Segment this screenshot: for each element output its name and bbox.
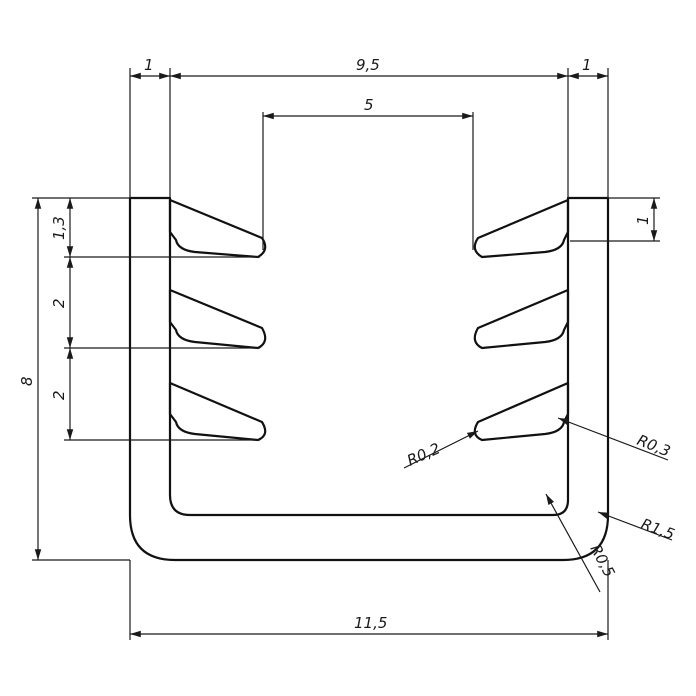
radius-r0-3: R0,3 (635, 431, 674, 461)
right-sealing-lips (473, 198, 570, 442)
dim-inner-width: 9,5 (356, 56, 380, 74)
dim-total-height: 8 (18, 376, 36, 386)
dim-lip-pitch-2: 2 (50, 390, 68, 400)
dim-lip-pitch-1: 2 (50, 298, 68, 308)
dimension-lines: 1 9,5 1 5 11,5 8 1,3 2 2 1 (18, 56, 658, 638)
dim-lip-top: 1,3 (50, 216, 68, 240)
extension-lines (32, 68, 660, 640)
dim-lip-thickness: 1 (634, 215, 652, 225)
left-sealing-lips (168, 198, 267, 442)
dim-total-width: 11,5 (354, 614, 387, 632)
radius-r0-5: R0,5 (586, 541, 618, 580)
radius-callouts: R0,2 R0,3 R1,5 R0,5 (403, 417, 677, 593)
radius-r0-2: R0,2 (404, 439, 443, 469)
dim-wall-left: 1 (144, 56, 154, 74)
dim-wall-right: 1 (582, 56, 592, 74)
radius-r1-5: R1,5 (639, 515, 677, 544)
dim-slot-width: 5 (364, 96, 374, 114)
